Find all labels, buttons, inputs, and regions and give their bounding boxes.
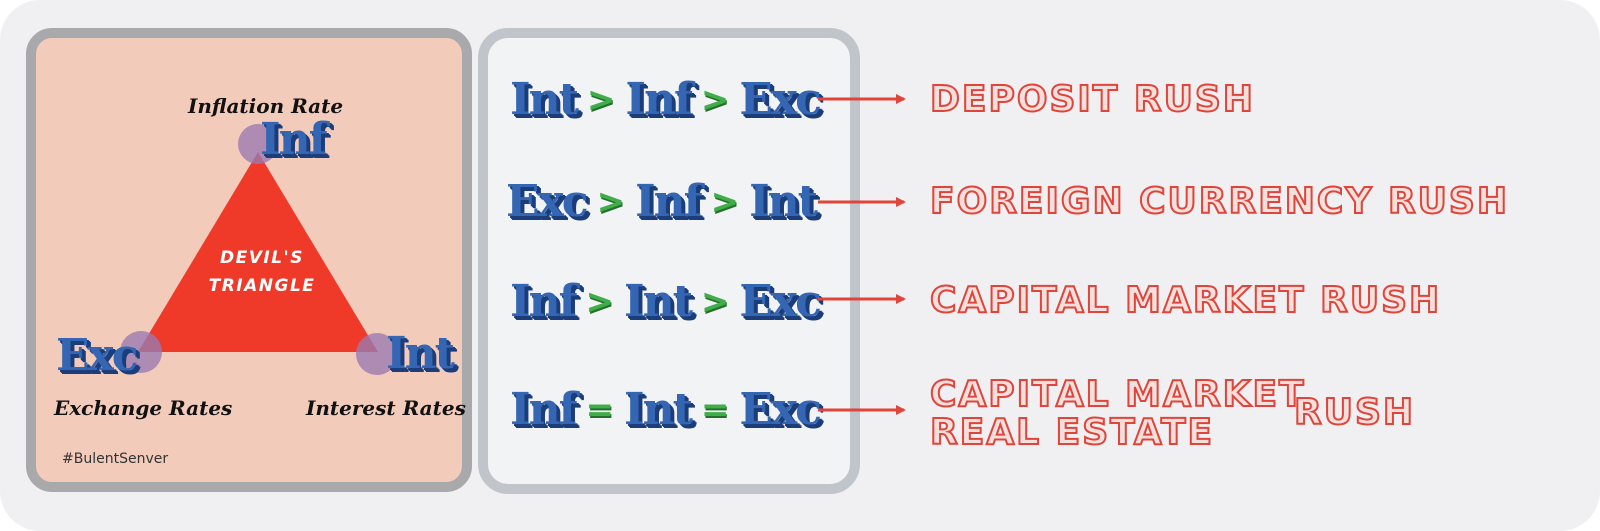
row4-term-3: Exc bbox=[739, 384, 822, 435]
interest-rates-label: Interest Rates bbox=[306, 396, 466, 420]
row1-op-2: > bbox=[700, 80, 730, 120]
row3-op-2: > bbox=[700, 282, 730, 322]
row2-term-3: Int bbox=[749, 176, 818, 227]
row4-op-2: = bbox=[700, 390, 730, 430]
exchange-node-circle bbox=[120, 331, 162, 373]
row2-term-1: Exc bbox=[506, 176, 589, 227]
result-4-line-2: REAL ESTATE bbox=[929, 412, 1215, 453]
result-capital-market-rush: CAPITAL MARKET RUSH bbox=[929, 280, 1442, 321]
scenario-row-1: Int > Inf > Exc bbox=[510, 74, 822, 125]
result-4-rush: RUSH bbox=[1293, 392, 1416, 433]
row2-op-2: > bbox=[710, 182, 740, 222]
row2-term-2: Inf bbox=[635, 176, 702, 227]
row1-term-2: Inf bbox=[625, 74, 692, 125]
author-hashtag: #BulentSenver bbox=[62, 451, 169, 467]
devils-triangle bbox=[138, 152, 378, 352]
triangle-label-line-2: TRIANGLE bbox=[208, 276, 316, 296]
row1-term-1: Int bbox=[510, 74, 579, 125]
inflation-abbr: Inf bbox=[260, 114, 327, 165]
row3-term-3: Exc bbox=[739, 276, 822, 327]
scenario-row-3: Inf > Int > Exc bbox=[510, 276, 822, 327]
row4-term-1: Inf bbox=[510, 384, 577, 435]
exchange-rates-label: Exchange Rates bbox=[54, 396, 233, 420]
row2-op-1: > bbox=[596, 182, 626, 222]
scenario-panel bbox=[478, 28, 860, 494]
result-4-line-1: CAPITAL MARKET bbox=[929, 374, 1306, 415]
interest-node-circle bbox=[356, 333, 398, 375]
inflation-rate-label: Inflation Rate bbox=[188, 94, 344, 118]
result-capital-market-real-estate: CAPITAL MARKET REAL ESTATE bbox=[929, 374, 1306, 453]
row1-term-3: Exc bbox=[739, 74, 822, 125]
row3-op-1: > bbox=[585, 282, 615, 322]
triangle-label-line-1: DEVIL'S bbox=[220, 248, 304, 268]
row1-op-1: > bbox=[586, 80, 616, 120]
scenario-row-4: Inf = Int = Exc bbox=[510, 384, 822, 435]
inflation-node-circle bbox=[238, 124, 278, 164]
result-deposit-rush: DEPOSIT RUSH bbox=[929, 79, 1255, 120]
scenario-row-2: Exc > Inf > Int bbox=[506, 176, 818, 227]
row3-term-2: Int bbox=[624, 276, 693, 327]
row4-op-1: = bbox=[585, 390, 615, 430]
devils-triangle-label: DEVIL'S TRIANGLE bbox=[200, 244, 324, 300]
exchange-abbr: Exc bbox=[56, 330, 139, 381]
row3-term-1: Inf bbox=[510, 276, 577, 327]
row4-term-2: Int bbox=[624, 384, 693, 435]
result-foreign-currency-rush: FOREIGN CURRENCY RUSH bbox=[929, 181, 1509, 222]
interest-abbr: Int bbox=[386, 328, 455, 379]
